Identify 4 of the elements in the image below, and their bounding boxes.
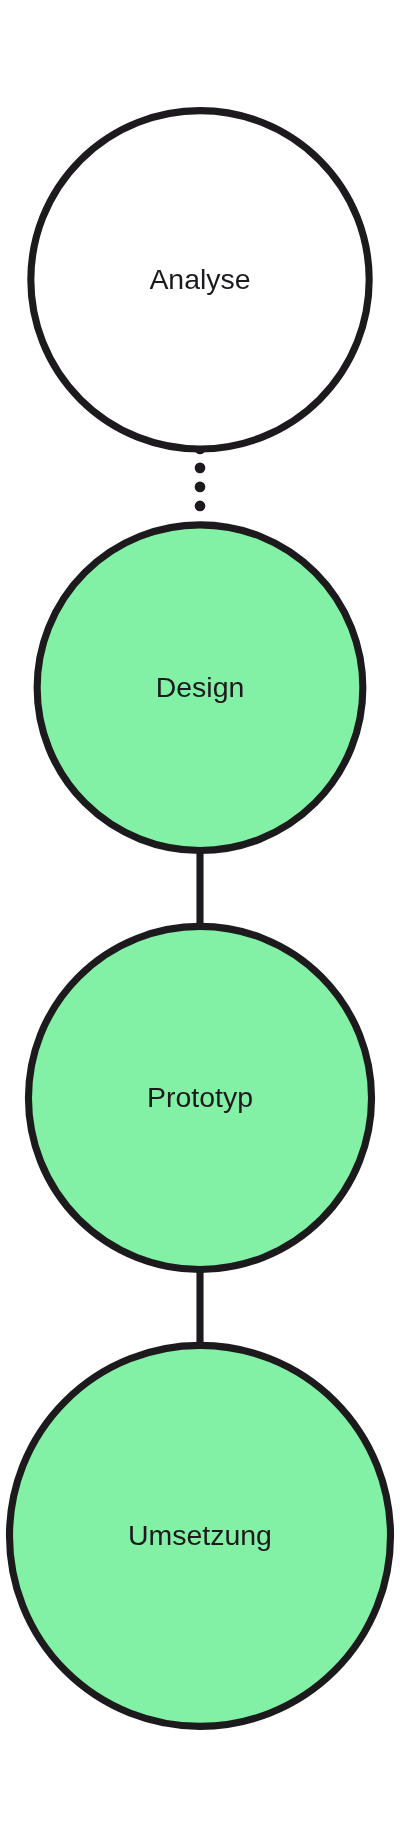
node-circle: Design: [33, 521, 367, 855]
node-circle: Analyse: [27, 107, 373, 453]
node-circle: Prototyp: [24, 922, 376, 1274]
node-circle: Umsetzung: [5, 1341, 395, 1730]
